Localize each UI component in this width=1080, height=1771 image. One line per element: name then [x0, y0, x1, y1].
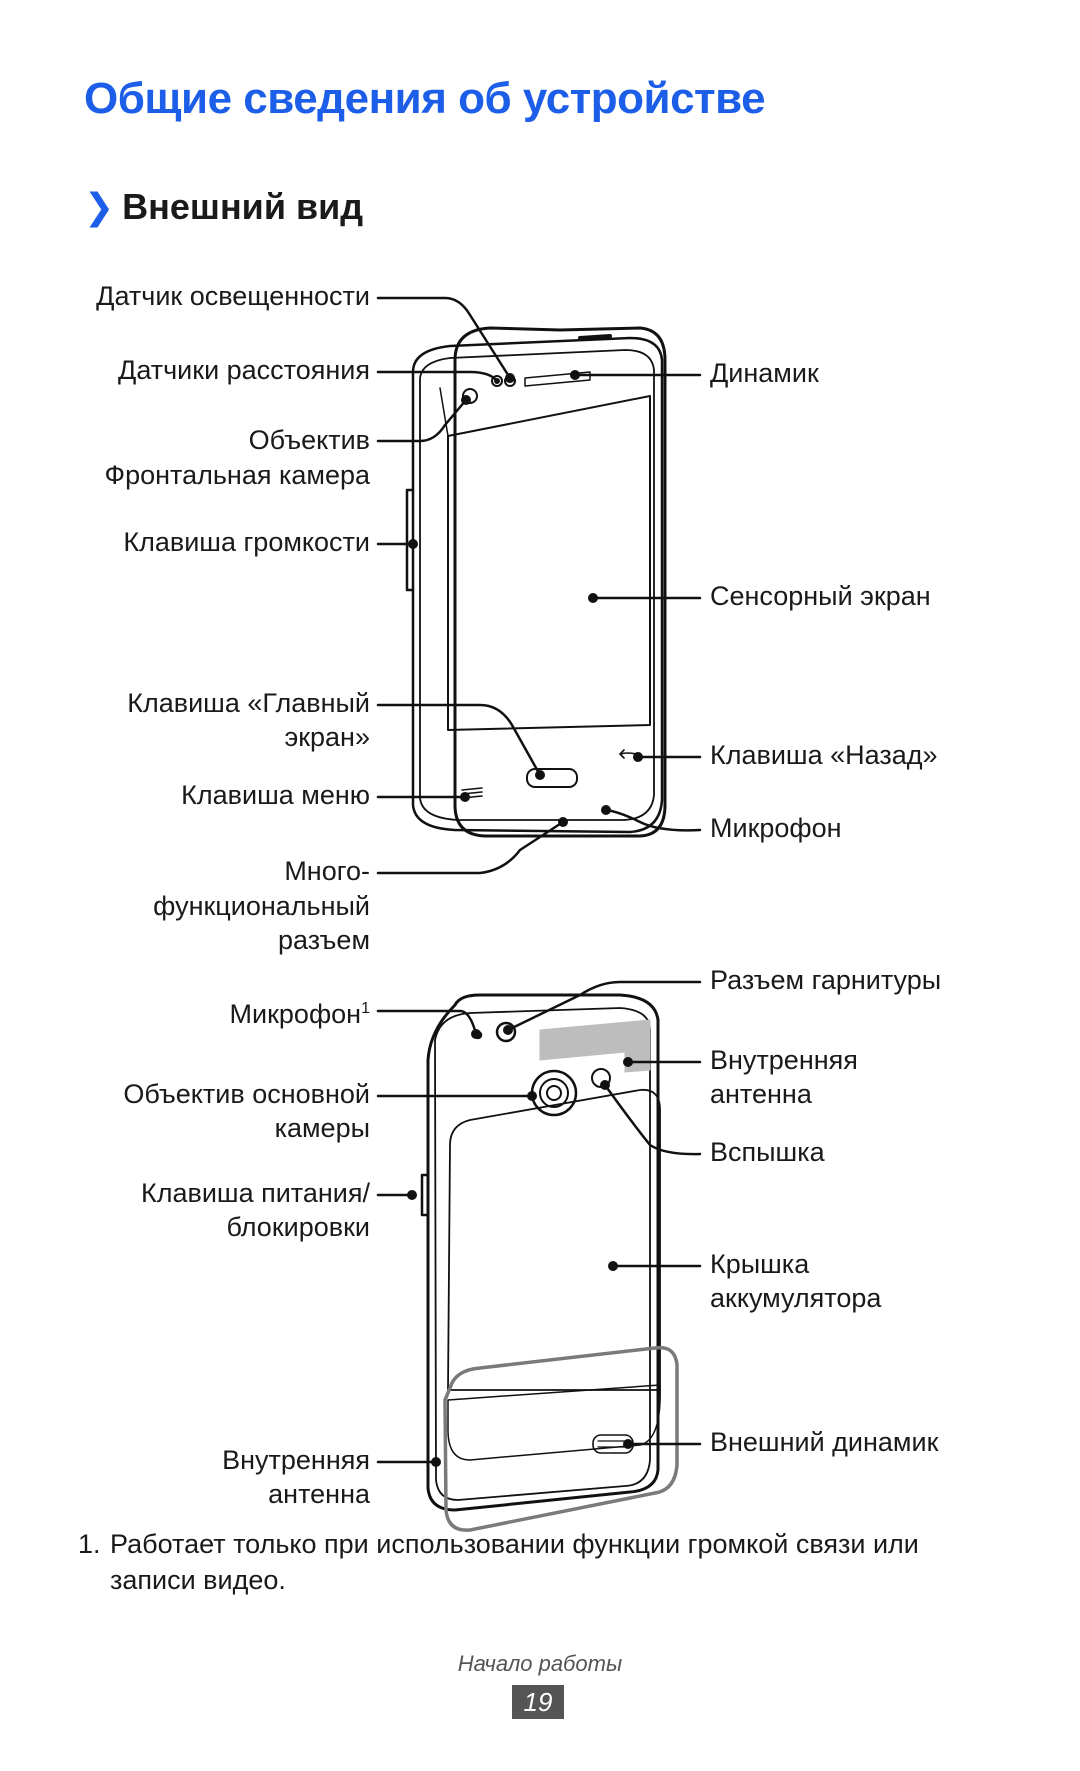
chevron-right-icon: ❯: [84, 186, 115, 227]
label-home-key-line1: Клавиша «Главный: [127, 688, 370, 718]
label-front-camera: Фронтальная камера: [104, 460, 370, 490]
label-inner-antenna-top-line2: антенна: [710, 1079, 812, 1109]
label-menu-key: Клавиша меню: [181, 780, 370, 810]
footnote-ref: 1: [361, 1000, 370, 1017]
front-phone-illustration: [405, 326, 667, 838]
label-volume-key: Клавиша громкости: [123, 527, 370, 557]
label-inner-antenna-bottom-line2: антенна: [268, 1479, 370, 1509]
label-proximity-sensors: Датчики расстояния: [118, 355, 370, 385]
label-touchscreen: Сенсорный экран: [710, 581, 931, 611]
label-speaker: Динамик: [710, 358, 819, 388]
label-external-speaker: Внешний динамик: [710, 1427, 939, 1457]
label-multi-line3: разъем: [278, 925, 370, 955]
label-power-key-line2: блокировки: [226, 1212, 371, 1242]
label-main-lens-line2: камеры: [274, 1113, 370, 1143]
footer-section-name: Начало работы: [457, 1651, 623, 1676]
label-headset-jack: Разъем гарнитуры: [710, 965, 942, 995]
label-multi-line1: Много-: [284, 856, 370, 886]
page-title: Общие сведения об устройстве: [84, 74, 766, 123]
label-light-sensor: Датчик освещенности: [96, 281, 370, 311]
label-lens: Объектив: [248, 425, 370, 455]
label-main-lens-line1: Объектив основной: [123, 1079, 370, 1109]
label-battery-cover-line2: аккумулятора: [710, 1283, 882, 1313]
label-inner-antenna-bottom-line1: Внутренняя: [222, 1445, 370, 1475]
footnote-text: Работает только при использовании функци…: [110, 1529, 919, 1595]
label-power-key-line1: Клавиша питания/: [141, 1178, 370, 1208]
callout-dots: [407, 370, 643, 1467]
label-battery-cover-line1: Крышка: [710, 1249, 810, 1279]
page-number: 19: [512, 1685, 564, 1719]
footnote-number: 1.: [78, 1529, 101, 1559]
label-inner-antenna-top-line1: Внутренняя: [710, 1045, 858, 1075]
label-microphone: Микрофон: [710, 813, 842, 843]
back-phone-illustration: [420, 993, 679, 1532]
label-microphone-back-text: Микрофон: [229, 999, 362, 1029]
section-title: Внешний вид: [122, 186, 364, 227]
section-heading: ❯Внешний вид: [84, 186, 363, 228]
label-multi-line2: функциональный: [153, 891, 370, 921]
label-back-key: Клавиша «Назад»: [710, 740, 938, 770]
label-home-key-line2: экран»: [284, 722, 370, 752]
footnote: 1. Работает только при использовании фун…: [78, 1526, 978, 1598]
label-flash: Вспышка: [710, 1137, 825, 1167]
label-microphone-back: Микрофон1: [230, 992, 370, 1031]
